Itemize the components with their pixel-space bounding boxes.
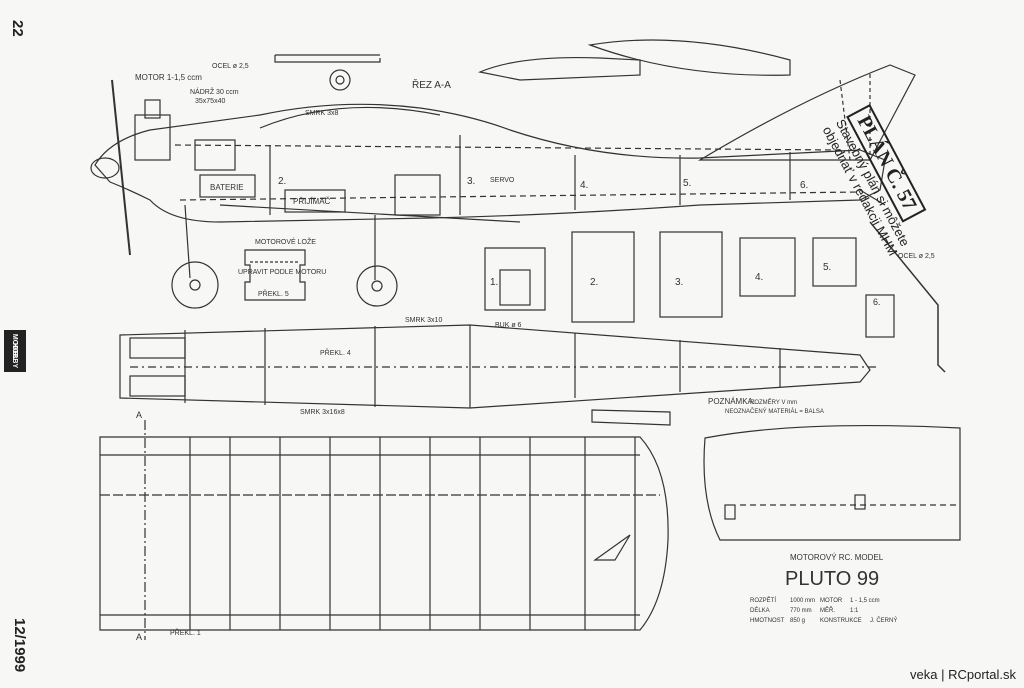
label-motorove-loze: MOTOROVÉ LOŽE bbox=[255, 237, 316, 246]
label-prijimac: PŘIJÍMAČ bbox=[293, 197, 331, 206]
issue-number: 12/1999 bbox=[11, 618, 28, 673]
former-4 bbox=[739, 237, 796, 297]
label-a-top: A bbox=[136, 410, 142, 420]
label-rozmery: ROZMĚRY V mm bbox=[750, 398, 797, 406]
label-ocel-right: OCEL ø 2,5 bbox=[898, 253, 935, 260]
label-smrk-bottom: SMRK 3x10 bbox=[405, 317, 442, 324]
vertical-fin bbox=[697, 64, 916, 161]
label-nadrz: NÁDRŽ 30 ccm bbox=[190, 87, 239, 96]
former-2 bbox=[571, 231, 635, 323]
model-hobby-logo: MODEL HOBBY bbox=[4, 330, 26, 372]
label-buk: BUK ø 6 bbox=[495, 322, 522, 329]
label-former-1: 1. bbox=[490, 277, 498, 288]
former-6 bbox=[865, 294, 895, 338]
svg-text:1:1: 1:1 bbox=[850, 608, 859, 614]
label-bay-2: 2. bbox=[278, 176, 286, 187]
credit: veka | RCportal.sk bbox=[910, 667, 1016, 682]
label-prekl4: PŘEKL. 4 bbox=[320, 348, 351, 357]
svg-text:770 mm: 770 mm bbox=[790, 608, 812, 614]
label-former-6: 6. bbox=[873, 297, 881, 307]
svg-text:1 - 1,5 ccm: 1 - 1,5 ccm bbox=[850, 598, 880, 604]
front-wheel bbox=[171, 261, 219, 309]
label-smrk-3x16: SMRK 3x16x8 bbox=[300, 409, 345, 416]
label-bay-6: 6. bbox=[800, 180, 808, 191]
label-former-2: 2. bbox=[590, 277, 598, 288]
label-motor: MOTOR 1-1,5 ccm bbox=[135, 73, 202, 82]
fuselage-side-view bbox=[90, 64, 916, 309]
label-nadrz-dims: 35x75x40 bbox=[195, 98, 225, 105]
fuselage-top-view bbox=[119, 324, 880, 409]
svg-text:1000 mm: 1000 mm bbox=[790, 598, 815, 604]
wing-tip-part bbox=[703, 424, 961, 541]
label-former-4: 4. bbox=[755, 272, 763, 283]
label-material: NEOZNAČENÝ MATERIÁL = BALSA bbox=[725, 408, 824, 415]
stabilizer-top bbox=[587, 39, 791, 76]
detail-top bbox=[274, 39, 791, 91]
label-rez: ŘEZ A-A bbox=[412, 78, 451, 91]
label-ocel-top: OCEL ø 2,5 bbox=[212, 63, 249, 70]
svg-text:KONSTRUKCE: KONSTRUKCE bbox=[820, 618, 862, 624]
canopy-outline bbox=[259, 106, 441, 129]
svg-text:850 g: 850 g bbox=[790, 618, 805, 624]
label-poznamka: POZNÁMKA: bbox=[708, 397, 755, 406]
label-baterie: BATERIE bbox=[210, 183, 244, 192]
engine bbox=[134, 114, 171, 161]
wing-plan bbox=[99, 420, 669, 640]
svg-text:J. ČERNÝ: J. ČERNÝ bbox=[870, 617, 897, 624]
label-smrk: SMRK 3x8 bbox=[305, 110, 339, 117]
rib-prekl4 bbox=[591, 409, 671, 426]
label-prekl1: PŘEKL. 1 bbox=[170, 628, 201, 637]
model-name: PLUTO 99 bbox=[785, 568, 879, 590]
label-a-bottom: A bbox=[136, 632, 142, 642]
svg-text:MĚŘ.: MĚŘ. bbox=[820, 606, 835, 614]
landing-gear-front bbox=[184, 204, 191, 279]
svg-text:HMOTNOST: HMOTNOST bbox=[750, 618, 785, 624]
spinner bbox=[90, 157, 120, 179]
motor-mount bbox=[244, 249, 306, 301]
label-bay-3: 3. bbox=[467, 176, 475, 187]
main-wheel bbox=[356, 265, 398, 307]
svg-text:ROZPĚTÍ: ROZPĚTÍ bbox=[750, 596, 776, 604]
formers bbox=[484, 221, 946, 373]
label-bay-5: 5. bbox=[683, 178, 691, 189]
model-kind: MOTOROVÝ RC. MODEL bbox=[790, 553, 884, 562]
page-number: 22 bbox=[9, 20, 26, 37]
label-former-3: 3. bbox=[675, 277, 683, 288]
former-3 bbox=[659, 231, 723, 318]
label-prekl5: PŘEKL. 5 bbox=[258, 289, 289, 298]
svg-text:MOTOR: MOTOR bbox=[820, 598, 843, 604]
stabilizer-section bbox=[477, 56, 641, 81]
label-bay-4: 4. bbox=[580, 180, 588, 191]
label-serv: SERVO bbox=[490, 177, 515, 184]
label-former-5: 5. bbox=[823, 262, 831, 273]
label-upravit: UPRAVIT PODLE MOTORU bbox=[238, 269, 326, 276]
former-5 bbox=[812, 237, 857, 287]
title-block: MOTOROVÝ RC. MODEL PLUTO 99 ROZPĚTÍ 1000… bbox=[750, 553, 897, 624]
former-1 bbox=[484, 247, 546, 311]
propeller bbox=[111, 79, 131, 256]
svg-text:DÉLKA: DÉLKA bbox=[750, 607, 770, 614]
